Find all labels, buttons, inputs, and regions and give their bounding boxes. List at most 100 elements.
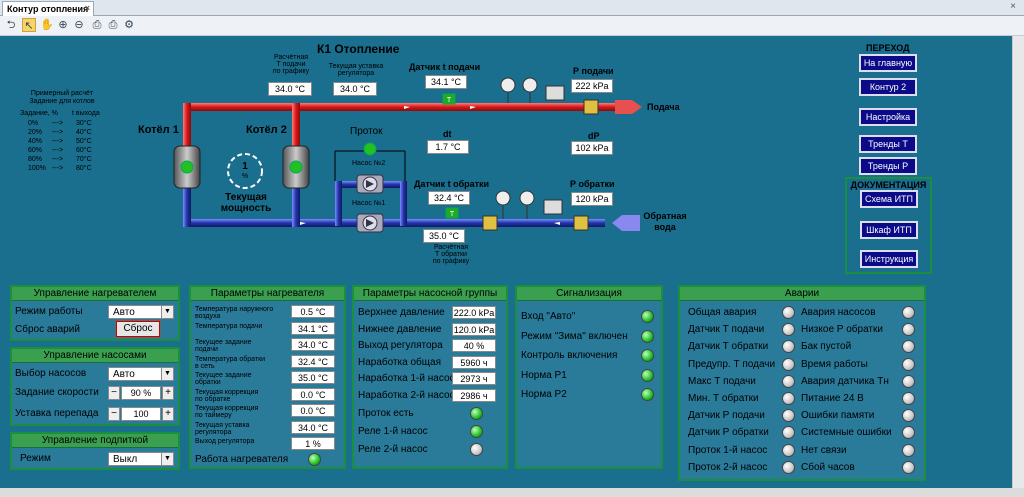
nav-circuit2-button[interactable]: Контур 2 xyxy=(859,78,917,96)
pump-loop-left xyxy=(335,181,342,226)
alarm-led xyxy=(782,392,795,405)
docs-manual-button[interactable]: Инструкция xyxy=(860,250,918,268)
print-preview-icon[interactable]: ⎙ xyxy=(108,19,118,31)
pump-speed-value[interactable]: 90 % xyxy=(121,386,161,400)
pump-status-label: Реле 1-й насос xyxy=(358,426,428,437)
calc-row-temp: 50°C xyxy=(76,138,92,145)
heater-control-panel: Управление нагревателем Режим работы Авт… xyxy=(10,285,180,341)
supply-pipe xyxy=(185,103,615,111)
heater-param-value: 34.1 °C xyxy=(291,321,335,335)
supply-outlet-arrow xyxy=(615,100,642,114)
heater-mode-select[interactable]: Авто ▼ xyxy=(108,305,174,319)
pump-param-label: Выход регулятора xyxy=(358,340,443,351)
calc-row-temp: 80°C xyxy=(76,165,92,172)
settings-icon[interactable]: ⚙ xyxy=(124,19,134,31)
power-unit: % xyxy=(241,173,249,180)
boiler2-label: Котёл 2 xyxy=(246,124,287,136)
dp-label: dP xyxy=(588,131,600,141)
dp-setpoint-value[interactable]: 100 xyxy=(121,407,161,421)
nav-home-button[interactable]: На главную xyxy=(859,54,917,72)
alarm-led xyxy=(782,426,795,440)
docs-scheme-button[interactable]: Схема ИТП xyxy=(860,190,918,208)
dp-minus-button[interactable]: − xyxy=(108,407,120,421)
docs-cabinet-button[interactable]: Шкаф ИТП xyxy=(860,221,918,239)
hand-icon[interactable]: ✋ xyxy=(40,19,54,31)
boiler1[interactable] xyxy=(173,145,201,189)
alarm-label: Проток 2-й насос xyxy=(688,461,768,473)
pump2-label: Насос №2 xyxy=(352,160,386,167)
vertical-scrollbar[interactable] xyxy=(1012,36,1024,488)
alarm-label: Мин. Т обратки xyxy=(688,393,759,404)
t-supply-graph-value: 34.0 °C xyxy=(268,82,312,96)
alarm-label: Нет связи xyxy=(801,444,847,456)
pump1[interactable] xyxy=(356,213,384,233)
signal-label: Норма Р1 xyxy=(521,369,567,381)
signal-label: Норма Р2 xyxy=(521,389,567,400)
alarm-label: Время работы xyxy=(801,358,868,370)
chevron-down-icon[interactable]: ▼ xyxy=(161,306,173,318)
t-supply-graph-label: Расчётная Т подачи по графику xyxy=(272,54,310,75)
reset-alarms-label: Сброс аварий xyxy=(15,324,80,335)
alarm-label: Датчик Т обратки xyxy=(688,341,769,353)
t-return-sensor-label: Датчик t обратки xyxy=(414,179,490,189)
boiler1-return-riser xyxy=(183,181,191,227)
calc-row-arrow: ---> xyxy=(52,129,64,136)
reset-alarms-button[interactable]: Сброс xyxy=(115,320,161,338)
alarm-led xyxy=(782,323,795,337)
pump-param-value: 5960 ч xyxy=(452,355,496,369)
calc-col2: t выхода xyxy=(72,110,100,117)
t-supply-sensor-value: 34.1 °C xyxy=(425,75,467,89)
docs-title: ДОКУМЕНТАЦИЯ xyxy=(850,180,927,190)
chevron-down-icon[interactable]: ▼ xyxy=(161,368,173,380)
back-icon[interactable]: ⮌ xyxy=(6,19,16,31)
makeup-mode-select[interactable]: Выкл ▼ xyxy=(108,452,174,466)
zoom-in-icon[interactable]: ⊕ xyxy=(58,19,68,31)
boiler2-return-riser xyxy=(292,181,300,227)
nav-trends-t-button[interactable]: Тренды Т xyxy=(859,135,917,153)
speed-plus-button[interactable]: + xyxy=(162,386,174,400)
signal-led xyxy=(641,388,654,401)
temp-sensor-return xyxy=(445,207,459,219)
zoom-out-icon[interactable]: ⊖ xyxy=(74,19,84,31)
alarm-label: Авария насосов xyxy=(801,307,876,318)
calc-row-percent: 20% xyxy=(28,129,43,136)
nav-trends-p-button[interactable]: Тренды Р xyxy=(859,157,917,175)
t-return-sensor-value: 32.4 °C xyxy=(428,191,470,205)
heater-param-label: Температура наружного воздуха xyxy=(195,306,274,320)
t-supply-sensor-label: Датчик t подачи xyxy=(409,62,481,72)
pump-select[interactable]: Авто ▼ xyxy=(108,367,174,381)
pump-param-label: Наработка 2-й насос xyxy=(358,389,455,401)
signals-title: Сигнализация xyxy=(517,287,661,301)
alarm-led xyxy=(782,374,795,388)
chevron-down-icon[interactable]: ▼ xyxy=(161,453,173,465)
boiler1-label: Котёл 1 xyxy=(138,124,179,136)
nav-settings-button[interactable]: Настройка xyxy=(859,108,917,126)
calc-row-percent: 0% xyxy=(28,120,39,127)
speed-minus-button[interactable]: − xyxy=(108,386,120,400)
makeup-control-panel: Управление подпиткой Режим Выкл ▼ xyxy=(10,432,180,470)
calc-row-temp: 40°C xyxy=(76,129,92,136)
pump-params-title: Параметры насосной группы xyxy=(354,287,506,301)
boiler2[interactable] xyxy=(282,145,310,189)
calc-row-percent: 100% xyxy=(28,165,46,172)
heater-param-value: 32.4 °C xyxy=(291,354,335,368)
alarm-led xyxy=(902,409,915,423)
signal-led xyxy=(641,368,654,382)
print-icon[interactable]: ⎙ xyxy=(92,19,102,31)
pump2[interactable] xyxy=(356,174,384,194)
calc-row-percent: 60% xyxy=(28,147,43,154)
signal-led xyxy=(641,349,654,362)
pump-params-panel: Параметры насосной группы Верхнее давлен… xyxy=(352,285,508,469)
pointer-icon[interactable]: ↖ xyxy=(22,18,36,32)
tab-close-icon[interactable]: × xyxy=(84,3,90,13)
alarm-label: Питание 24 В xyxy=(801,393,864,404)
pump-select-value: Авто xyxy=(113,369,135,380)
dp-plus-button[interactable]: + xyxy=(162,407,174,421)
alarm-label: Ошибки памяти xyxy=(801,410,875,422)
tab-kontur-otopleniya[interactable]: Контур отопления × xyxy=(2,1,94,16)
pump-param-label: Наработка общая xyxy=(358,356,441,368)
window-close-icon[interactable]: × xyxy=(1010,1,1016,12)
heater-param-label: Температура подачи xyxy=(195,322,263,330)
heater-param-value: 35.0 °C xyxy=(291,371,335,384)
flow-led xyxy=(363,142,377,156)
